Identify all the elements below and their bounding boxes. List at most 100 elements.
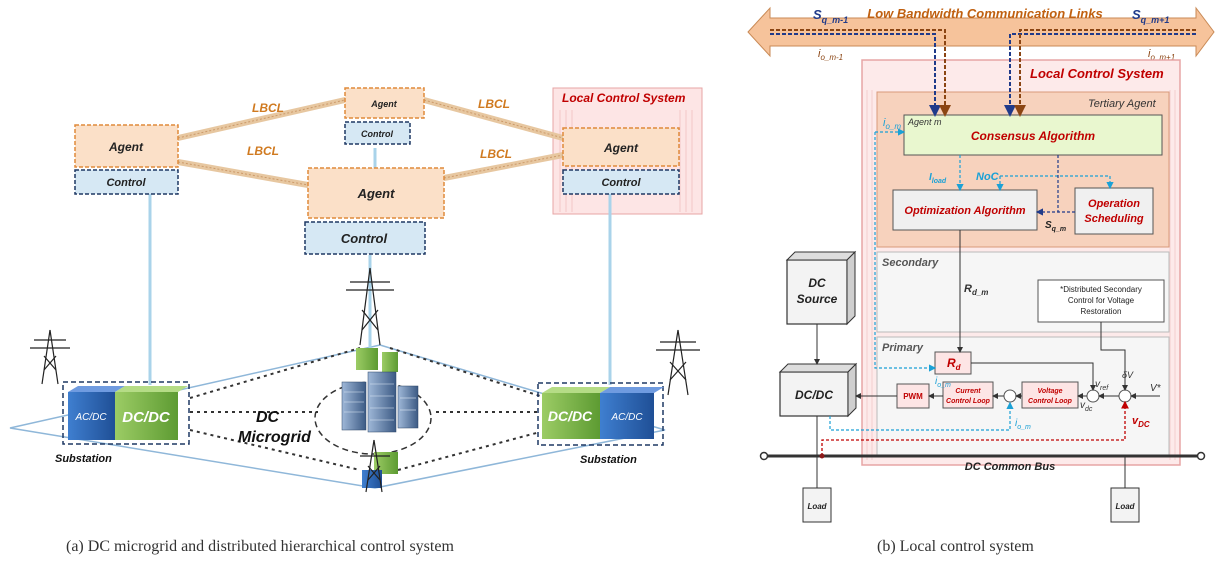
microgrid-center xyxy=(341,348,419,488)
vdc-feedback xyxy=(821,400,1129,456)
caption-b: (b) Local control system xyxy=(877,538,1034,555)
voltage-loop-label-1: Voltage xyxy=(1037,388,1062,395)
primary-label: Primary xyxy=(882,342,924,354)
black-signals xyxy=(814,230,1160,456)
agent-box-left xyxy=(74,124,179,168)
v-star-label: V* xyxy=(1150,383,1162,394)
control-label-center: Control xyxy=(341,231,388,246)
s-links xyxy=(770,33,1196,117)
dcdc-label-right: DC/DC xyxy=(548,408,593,424)
agent-box-right xyxy=(562,127,680,167)
distributed-note-box xyxy=(1037,279,1165,323)
panel-a: Local Control System LBCL LBCL LBCL LBCL xyxy=(9,87,703,493)
pwm-box xyxy=(896,383,930,409)
tower-right xyxy=(656,329,700,396)
acdc-block-right xyxy=(600,393,654,439)
i-om-label-primary: io_m xyxy=(935,376,951,389)
acdc-block-left-top xyxy=(68,386,125,392)
consensus-box xyxy=(903,114,1163,156)
vref-label: vref xyxy=(1095,379,1109,392)
lbcl-label-2: LBCL xyxy=(247,144,279,158)
i-om-label-top: io_m xyxy=(883,117,901,131)
voltage-loop-label-2: Control Loop xyxy=(1028,398,1073,405)
dc-label: DC xyxy=(256,409,280,426)
dc-source-box-side xyxy=(846,250,856,326)
tower-center-bottom xyxy=(360,439,390,493)
acdc-block-right-top xyxy=(600,387,664,393)
node-left: Agent Control xyxy=(74,124,179,195)
cyan-signals xyxy=(829,128,1114,431)
node-top: Agent Control xyxy=(344,87,425,145)
agent-label-left: Agent xyxy=(108,140,144,154)
comm-links-band xyxy=(747,6,1215,58)
operation-box xyxy=(1074,187,1154,235)
agent-label-top: Agent xyxy=(370,99,398,109)
rdm-label: Rd_m xyxy=(964,283,988,297)
agent-label-center: Agent xyxy=(357,186,396,201)
dc-source-label-1: DC xyxy=(808,276,826,290)
building-3 xyxy=(397,385,419,429)
bus-end-left xyxy=(759,451,769,461)
acdc-label-left: AC/DC xyxy=(74,412,107,423)
lbcl-label-4: LBCL xyxy=(480,147,512,161)
load-box-left xyxy=(802,487,832,523)
control-box-top xyxy=(344,121,411,145)
s-prev-label: Sq_m-1 xyxy=(813,7,848,25)
current-loop-box xyxy=(942,381,994,409)
control-label-top: Control xyxy=(361,129,393,139)
bus-tap-dot xyxy=(819,453,825,459)
load-box-right xyxy=(1110,487,1140,523)
i-links xyxy=(770,29,1196,117)
lbcl-label-3: LBCL xyxy=(478,97,510,111)
dcdc-label-left: DC/DC xyxy=(122,409,171,426)
lbcl-label-1: LBCL xyxy=(252,101,284,115)
green-block-right xyxy=(382,352,398,372)
distributed-note-2: Control for Voltage xyxy=(1068,296,1135,305)
dcdc-box-top xyxy=(778,363,858,373)
substation-left: AC/DC DC/DC Substation xyxy=(55,381,190,465)
load-label-right: Load xyxy=(1115,502,1135,511)
control-label-left: Control xyxy=(106,177,146,189)
load-label-left: Load xyxy=(807,502,827,511)
sqm-signals xyxy=(1035,155,1075,216)
substation-right-frame xyxy=(537,382,664,446)
substation-label-left: Substation xyxy=(55,453,112,465)
optimization-label: Optimization Algorithm xyxy=(904,205,1025,217)
pwm-label: PWM xyxy=(903,392,923,401)
dcdc-block-right xyxy=(542,393,600,439)
dcdc-box-side xyxy=(847,362,857,418)
node-right: Agent Control xyxy=(562,127,680,195)
dcdc-block-left-top xyxy=(115,386,188,392)
acdc-label-right: AC/DC xyxy=(610,412,643,423)
acdc-block-left xyxy=(68,392,115,440)
node-center: Agent Control xyxy=(304,167,445,255)
vDC-label: vDC xyxy=(1132,415,1150,429)
sqm-label: Sq_m xyxy=(1045,220,1066,233)
bus-end-right xyxy=(1196,451,1206,461)
distributed-note-1: *Distributed Secondary xyxy=(1060,285,1142,294)
caption-a: (a) DC microgrid and distributed hierarc… xyxy=(66,538,454,555)
tower-center-top xyxy=(346,267,394,346)
dc-source-label-2: Source xyxy=(797,292,838,306)
i-next-label: io_m+1 xyxy=(1148,48,1175,62)
agent-box-center xyxy=(307,167,445,219)
microgrid-ring xyxy=(189,347,541,471)
sum-junction-1 xyxy=(1003,389,1017,403)
dc-source-box-top xyxy=(785,251,857,261)
current-loop-label-2: Control Loop xyxy=(946,398,991,405)
iload-label: Iload xyxy=(929,172,947,185)
sum-junction-2 xyxy=(1086,389,1100,403)
building-1 xyxy=(341,381,367,431)
s-next-label: Sq_m+1 xyxy=(1132,7,1169,25)
substation-label-right: Substation xyxy=(580,454,637,466)
ground-plane xyxy=(9,344,666,489)
green-block-bottom xyxy=(374,452,398,474)
noc-label: NoC xyxy=(976,171,1000,183)
dcdc-block-right-top xyxy=(542,387,610,393)
secondary-label: Secondary xyxy=(882,257,939,269)
delta-v-label: δV xyxy=(1122,370,1134,380)
i-om-label-bottom: io_m xyxy=(1015,418,1031,431)
sum-junction-3 xyxy=(1118,389,1132,403)
building-windows xyxy=(344,383,416,421)
